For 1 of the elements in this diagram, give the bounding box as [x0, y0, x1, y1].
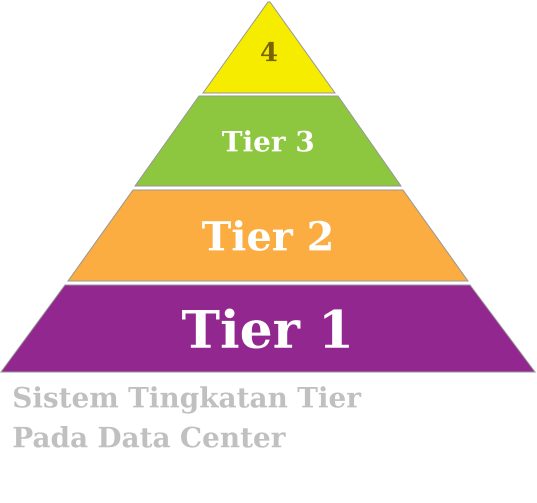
title: Sistem Tingkatan Tier Pada Data Center [14, 386, 362, 448]
